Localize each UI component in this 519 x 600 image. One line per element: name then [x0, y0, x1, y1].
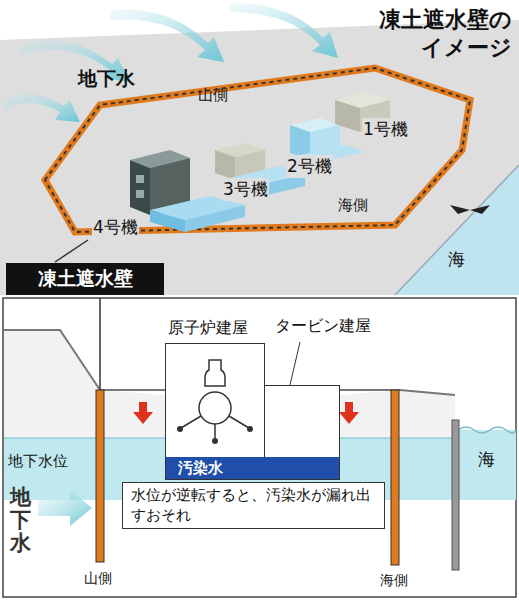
node-text: タービン建屋	[273, 316, 373, 337]
label: 地下水	[10, 486, 31, 555]
label: 4号機	[92, 216, 139, 239]
node-text: 凍土遮水壁	[38, 266, 133, 292]
node-text: 原子炉建屋	[168, 318, 248, 339]
label: 1号機	[362, 118, 409, 141]
reactor-icon	[167, 348, 263, 458]
wall-label-box: 凍土遮水壁	[6, 263, 164, 295]
label: 海側	[338, 196, 368, 215]
label: 海	[448, 248, 465, 271]
label: 海	[478, 448, 495, 471]
label: 2号機	[286, 155, 333, 178]
node-text: 水位が逆転すると、汚染水が漏れ出すおそれ	[131, 486, 371, 524]
label: 3号機	[222, 178, 269, 201]
node-text: 汚染水	[178, 459, 223, 478]
note-box: 水位が逆転すると、汚染水が漏れ出すおそれ	[122, 482, 385, 529]
contaminated-water-band: 汚染水	[166, 457, 339, 479]
title: 凍土遮水壁のイメージ	[368, 6, 512, 61]
label: 地下水	[78, 66, 135, 92]
label: 山側	[198, 86, 228, 105]
label: 海側	[380, 572, 408, 590]
label: 山側	[84, 570, 112, 588]
label: 地下水位	[8, 452, 68, 471]
